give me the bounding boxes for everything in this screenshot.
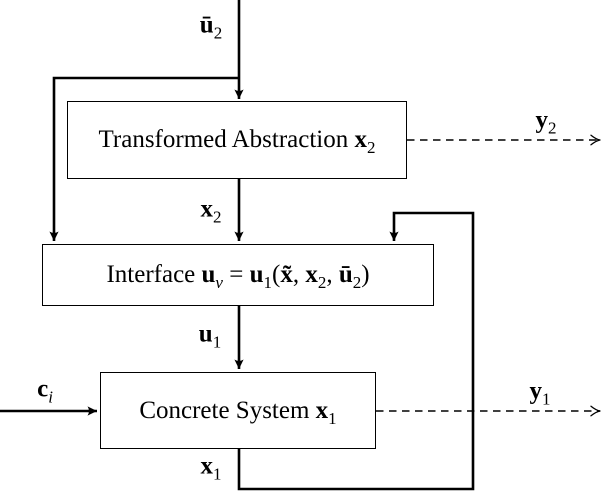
label-u1-signal: u1: [198, 320, 222, 352]
label-x1-feedback: x1: [200, 452, 222, 484]
label-y1-output: y1: [529, 377, 551, 409]
box-transformed-abstraction-label: Transformed Abstraction x2: [98, 126, 376, 157]
box-concrete-system: Concrete System x1: [100, 372, 376, 449]
edge-x1-feedback-to-interface: [237, 211, 475, 491]
box-transformed-abstraction: Transformed Abstraction x2: [67, 101, 407, 179]
label-y2-output: y2: [535, 106, 557, 138]
box-concrete-system-label: Concrete System x1: [139, 396, 337, 428]
box-interface: Interface uv = u1(x̃, x2, ū2): [42, 244, 434, 306]
label-ci-input: ci: [37, 375, 53, 407]
label-u2bar-input: ū2: [199, 11, 223, 43]
label-x2-signal: x2: [200, 195, 222, 227]
box-interface-label: Interface uv = u1(x̃, x2, ū2): [106, 261, 370, 292]
edge-u2bar-branch-to-interface: [49, 76, 240, 241]
